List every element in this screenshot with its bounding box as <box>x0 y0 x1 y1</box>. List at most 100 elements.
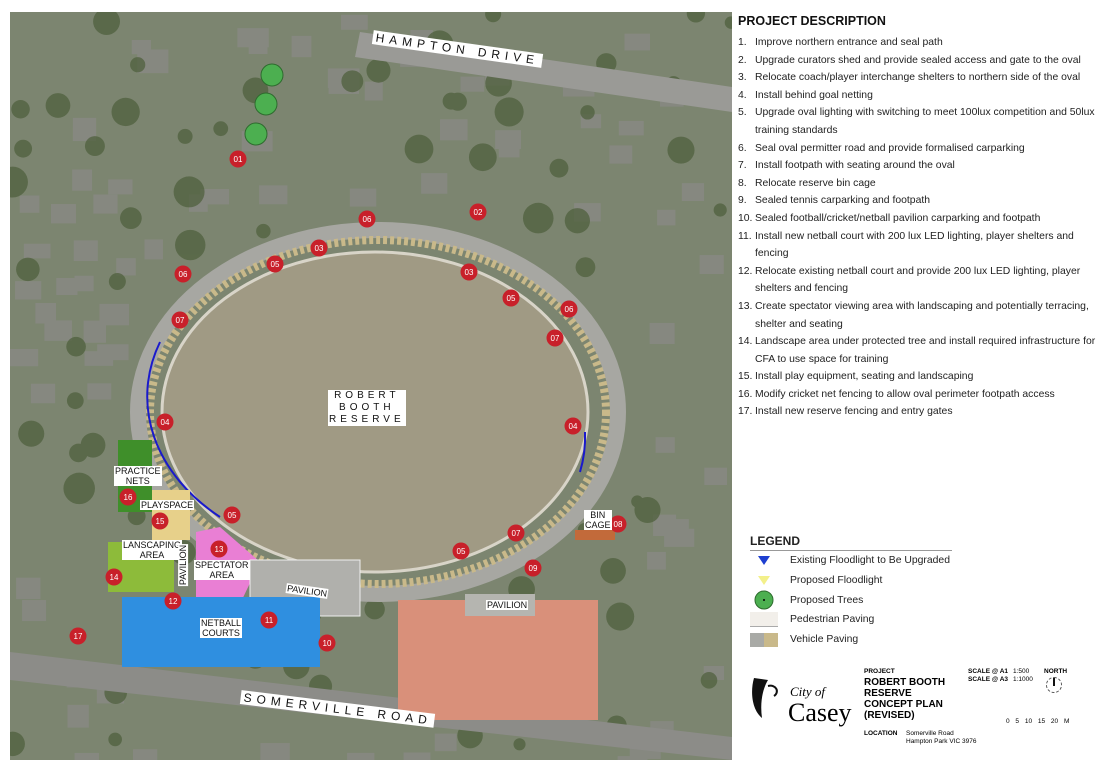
house-roof <box>87 383 112 400</box>
description-item: 12.Relocate existing netball court and p… <box>738 263 1098 298</box>
marker-10: 10 <box>318 634 336 652</box>
tree-canopy <box>468 143 497 172</box>
item-number: 9. <box>738 195 747 207</box>
item-number: 4. <box>738 89 747 101</box>
tree-canopy <box>213 121 229 137</box>
description-item: 6.Seal oval permitter road and provide f… <box>738 140 1098 158</box>
house-roof <box>260 743 290 764</box>
marker-label: 10 <box>323 639 332 648</box>
tree-canopy <box>513 738 526 751</box>
item-text: Landscape area under protected tree and … <box>755 336 1096 365</box>
house-roof <box>655 437 675 453</box>
legend-heading: LEGEND <box>750 534 952 551</box>
house-roof <box>10 349 39 367</box>
house-roof <box>364 81 383 101</box>
marker-08: 08 <box>609 515 627 533</box>
house-roof <box>72 117 97 142</box>
tree-canopy <box>256 223 271 239</box>
marker-label: 01 <box>234 155 243 164</box>
behind-goal-netting-east <box>579 431 587 473</box>
legend-item-existing-floodlight: Existing Floodlight to Be Upgraded <box>750 551 952 571</box>
marker-label: 02 <box>474 208 483 217</box>
tree-canopy <box>575 257 596 278</box>
house-roof <box>349 188 377 207</box>
item-number: 5. <box>738 107 747 119</box>
house-roof <box>144 239 163 260</box>
project-description-heading: PROJECT DESCRIPTION <box>738 14 886 28</box>
house-roof <box>248 32 268 54</box>
legend-label: Proposed Floodlight <box>790 575 883 587</box>
house-roof <box>460 76 485 92</box>
marker-circle <box>210 540 228 558</box>
item-text: Sealed football/cricket/netball pavilion… <box>755 212 1041 224</box>
tree-canopy <box>14 139 33 158</box>
marker-circle <box>69 627 87 645</box>
tree-canopy <box>93 8 121 35</box>
house-roof <box>83 320 106 343</box>
tree-canopy <box>564 208 591 234</box>
marker-circle <box>223 506 241 524</box>
house-roof <box>108 179 133 195</box>
house-roof <box>131 39 151 55</box>
item-number: 3. <box>738 72 747 84</box>
behind-goal-netting-west <box>146 341 221 518</box>
marker-05: 05 <box>223 506 241 524</box>
city-of-casey-logo: City of Casey <box>748 676 858 727</box>
house-roof <box>624 33 650 51</box>
house-roof <box>50 204 76 224</box>
proposed-tree-icon <box>260 63 284 87</box>
tree-canopy <box>108 732 122 747</box>
marker-03: 03 <box>310 239 328 257</box>
marker-label: 05 <box>271 260 280 269</box>
marker-circle <box>260 611 278 629</box>
location-label: LOCATION <box>864 730 898 737</box>
description-item: 15.Install play equipment, seating and l… <box>738 368 1098 386</box>
marker-circle <box>266 255 284 273</box>
item-text: Upgrade oval lighting with switching to … <box>755 107 1095 136</box>
logo-text-casey: Casey <box>788 698 852 727</box>
house-roof <box>133 749 158 766</box>
marker-label: 15 <box>156 517 165 526</box>
description-item: 16.Modify cricket net fencing to allow o… <box>738 386 1098 404</box>
marker-label: 06 <box>363 215 372 224</box>
legend-label: Proposed Trees <box>790 594 864 606</box>
item-text: Relocate reserve bin cage <box>755 177 876 189</box>
marker-label: 07 <box>551 334 560 343</box>
house-roof <box>74 752 99 776</box>
house-roof <box>647 551 666 570</box>
house-roof <box>498 138 520 158</box>
item-text: Seal oval permitter road and provide for… <box>755 142 1025 154</box>
item-text: Modify cricket net fencing to allow oval… <box>755 388 1055 400</box>
house-roof <box>35 302 56 324</box>
marker-label: 05 <box>507 294 516 303</box>
playspace-label: PLAYSPACE <box>140 500 195 510</box>
tree-canopy <box>45 93 71 118</box>
description-item: 9. Sealed tennis carparking and footpath <box>738 192 1098 210</box>
tree-canopy <box>108 272 126 291</box>
house-roof <box>200 189 230 205</box>
description-item: 10.Sealed football/cricket/netball pavil… <box>738 210 1098 228</box>
legend-label: Vehicle Paving <box>790 634 859 646</box>
item-text: Sealed tennis carparking and footpath <box>755 195 931 207</box>
casey-leaf-icon <box>752 678 778 718</box>
description-item: 2.Upgrade curators shed and provide seal… <box>738 52 1098 70</box>
marker-label: 07 <box>512 529 521 538</box>
item-number: 10. <box>738 212 753 224</box>
tree-canopy <box>341 70 364 93</box>
marker-circle <box>560 300 578 318</box>
tree-canopy <box>175 229 206 261</box>
tree-canopy <box>11 99 30 119</box>
tennis-courts <box>398 600 598 720</box>
house-roof <box>618 120 644 136</box>
marker-label: 11 <box>265 616 274 625</box>
marker-07: 07 <box>171 311 189 329</box>
marker-label: 07 <box>176 316 185 325</box>
legend-item-pedestrian-paving: Pedestrian Paving <box>750 610 952 630</box>
house-roof <box>99 303 130 326</box>
marker-label: 04 <box>161 418 170 427</box>
